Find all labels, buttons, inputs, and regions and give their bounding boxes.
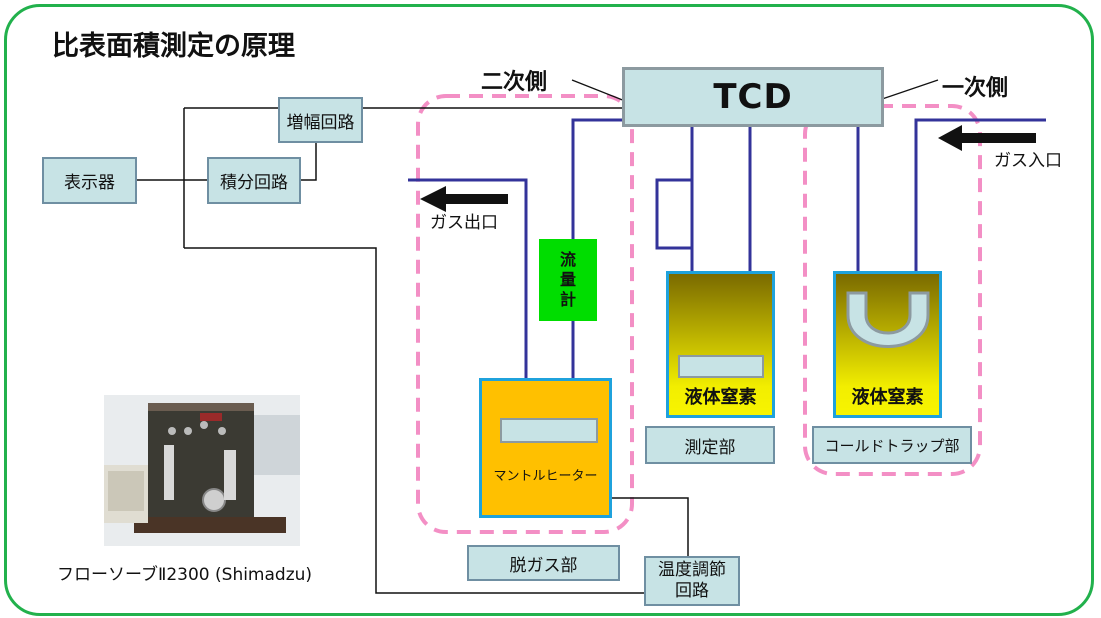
- display-box: 表示器: [42, 157, 137, 204]
- mantle-heater-label: マントルヒーター: [493, 469, 598, 484]
- mantle-heater: マントルヒーター: [479, 378, 612, 518]
- u-tube: [846, 291, 930, 348]
- gas-in-label: ガス入口: [994, 151, 1062, 171]
- tcd-detector: TCD: [622, 67, 884, 127]
- flow-meter-char: 計: [559, 290, 576, 309]
- flow-meter-char: 量: [559, 270, 576, 289]
- liquid-nitrogen-label: 液体窒素: [851, 387, 924, 408]
- cold-trap-box: コールドトラップ部: [812, 426, 972, 464]
- cold-trap-region: [803, 104, 982, 476]
- instrument-photo: [104, 395, 300, 546]
- flow-meter: 流 量 計: [539, 239, 597, 321]
- gas-out-arrow: [420, 186, 508, 212]
- temp-control-line: 回路: [675, 581, 709, 601]
- temp-control-box: 温度調節 回路: [644, 556, 740, 606]
- measurement-box: 測定部: [645, 426, 775, 464]
- degas-cell: [500, 418, 598, 443]
- instrument-caption: フローソーブⅡ2300 (Shimadzu): [57, 565, 313, 585]
- sample-cell: [678, 355, 764, 378]
- amplifier-box: 増幅回路: [278, 97, 363, 143]
- measurement-flask: 液体窒素: [666, 271, 775, 418]
- integrator-box: 積分回路: [207, 157, 301, 204]
- primary-side-label: 一次側: [942, 76, 1009, 101]
- diagram-frame: [4, 4, 1094, 616]
- temp-control-line: 温度調節: [658, 560, 726, 580]
- liquid-nitrogen-label: 液体窒素: [684, 387, 757, 408]
- page-title: 比表面積測定の原理: [52, 31, 295, 62]
- gas-out-label: ガス出口: [430, 213, 498, 233]
- secondary-side-label: 二次側: [481, 70, 548, 95]
- flow-meter-char: 流: [559, 250, 576, 269]
- degas-region: [416, 94, 634, 534]
- signal-wires: [137, 107, 689, 594]
- degas-box: 脱ガス部: [467, 545, 620, 581]
- gas-in-arrow: [938, 125, 1036, 151]
